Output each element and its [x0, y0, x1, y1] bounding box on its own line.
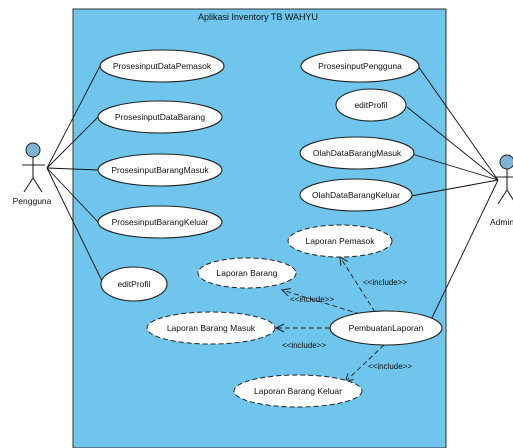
assoc-admin-olah-barang-keluar: [410, 179, 499, 197]
use-case-label: Laporan Barang Keluar: [254, 386, 342, 396]
actor-label-pengguna: Pengguna: [13, 196, 52, 206]
use-case-input-barang-masuk: ProsesinputBarangMasuk: [97, 153, 223, 187]
use-case-label: ProsesinputBarangMasuk: [111, 165, 209, 175]
assoc-admin-input-pengguna: [417, 65, 499, 181]
use-case-laporan-pemasok: Laporan Pemasok: [287, 224, 393, 258]
actor-pengguna: Pengguna: [13, 142, 52, 206]
right-actor-associations: [406, 65, 499, 323]
include-label-pemasok: <<include>>: [363, 278, 407, 287]
actor-head-icon: [25, 142, 41, 158]
include-dependencies: [276, 257, 385, 382]
use-case-label: ProsesinputBarangKeluar: [112, 217, 209, 227]
use-case-edit-profil-admin: editProfil: [335, 88, 407, 122]
use-case-laporan-barang-masuk: Laporan Barang Masuk: [146, 311, 276, 345]
use-case-label: Laporan Barang: [217, 268, 278, 278]
assoc-admin-edit-profil: [406, 106, 499, 181]
use-case-input-barang: ProsesinputDataBarang: [97, 100, 223, 134]
use-case-edit-profil-pengguna: editProfil: [100, 266, 168, 302]
use-case-label: ProsesinputDataPemasok: [113, 61, 212, 71]
dep-include-pemasok: [340, 257, 376, 313]
use-case-label: ProsesinputDataBarang: [115, 112, 206, 122]
use-case-label: OlahDataBarangMasuk: [313, 148, 402, 158]
assoc-pengguna-input-barang-keluar: [46, 167, 99, 223]
use-case-olah-barang-masuk: OlahDataBarangMasuk: [299, 136, 415, 170]
use-case-olah-barang-keluar: OlahDataBarangKeluar: [299, 178, 413, 212]
use-case-input-pemasok: ProsesinputDataPemasok: [99, 49, 225, 83]
use-case-input-pengguna: ProsesinputPengguna: [300, 49, 420, 83]
use-case-label: Laporan Pemasok: [306, 236, 376, 246]
use-case-label: Laporan Barang Masuk: [167, 323, 256, 333]
include-label-barang: <<include>>: [290, 295, 334, 304]
assoc-pengguna-edit-profil: [46, 167, 103, 282]
actor-head-icon: [499, 154, 513, 170]
assoc-admin-pembuatan-laporan: [429, 179, 499, 323]
actor-admin: Admin: [490, 154, 513, 227]
use-case-label: ProsesinputPengguna: [318, 61, 402, 71]
assoc-pengguna-input-pemasok: [46, 65, 101, 169]
assoc-pengguna-input-barang: [46, 116, 99, 169]
include-label-barang-keluar: <<include>>: [368, 362, 412, 371]
use-case-label: OlahDataBarangKeluar: [312, 190, 400, 200]
use-case-laporan-barang-keluar: Laporan Barang Keluar: [233, 374, 363, 408]
include-label-barang-masuk: <<include>>: [282, 341, 326, 350]
use-case-input-barang-keluar: ProsesinputBarangKeluar: [97, 205, 223, 239]
actor-label-admin: Admin: [490, 217, 513, 227]
use-case-label: PembuatanLaporan: [349, 323, 424, 333]
assoc-pengguna-input-barang-masuk: [46, 167, 99, 171]
dep-include-barang: [282, 290, 361, 315]
system-title: Aplikasi Inventory TB WAHYU: [198, 12, 318, 22]
left-actor-associations: [46, 65, 103, 282]
use-case-label: editProfil: [354, 100, 387, 110]
use-case-label: editProfil: [117, 279, 150, 289]
use-case-laporan-barang: Laporan Barang: [197, 257, 297, 289]
assoc-admin-olah-barang-masuk: [411, 153, 499, 181]
dep-include-barang-keluar: [345, 344, 385, 382]
use-case-pembuatan-laporan: PembuatanLaporan: [329, 310, 443, 346]
